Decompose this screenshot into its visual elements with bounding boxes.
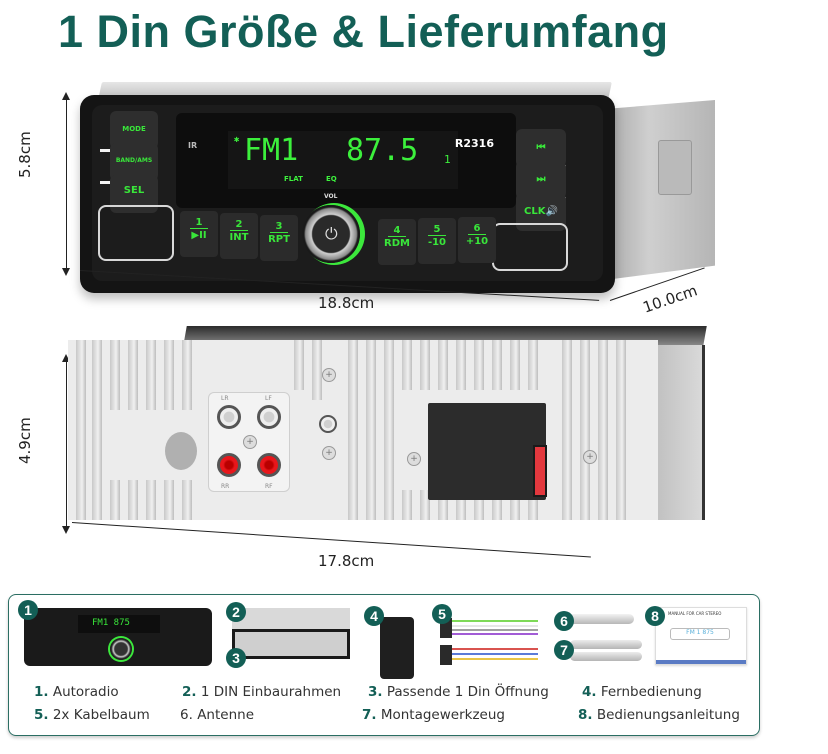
- arrow-down-icon: [62, 526, 70, 534]
- mini-knob: [110, 638, 132, 660]
- width-label: 18.8cm: [318, 294, 375, 312]
- rca-jack-rf[interactable]: [257, 453, 281, 477]
- antenna-jack[interactable]: [319, 415, 337, 433]
- item-manual-image: MANUAL FOR CAR STEREO FM 1 875: [655, 607, 747, 665]
- preset-button-5[interactable]: 5-10: [418, 218, 456, 264]
- legend-item-6: 6. Antenne: [180, 707, 254, 723]
- height-dimension-line: [66, 96, 67, 272]
- iso-connector[interactable]: [428, 403, 546, 500]
- side-mount-bracket: [658, 140, 692, 195]
- legend-item-7: 7. Montagewerkzeug: [362, 707, 505, 723]
- frequency-readout: 87.5: [346, 133, 419, 168]
- band-ams-button[interactable]: BAND/AMS: [110, 143, 158, 181]
- badge-7: 7: [554, 640, 574, 660]
- lcd-screen: ✱ FM1 87.5 1 FLAT EQ: [228, 131, 458, 189]
- screw-icon: +: [322, 446, 336, 460]
- legend-item-4: 4. Fernbedienung: [582, 684, 702, 700]
- legend-item-5: 5. 2x Kabelbaum: [34, 707, 150, 723]
- volume-label: VOL: [324, 193, 338, 200]
- mount-hole: [165, 432, 197, 470]
- height-label: 4.9cm: [16, 417, 34, 464]
- badge-1: 1: [18, 600, 38, 620]
- preset-button-6[interactable]: 6+10: [458, 217, 496, 263]
- model-number: R2316: [454, 137, 494, 150]
- badge-8: 8: [645, 606, 665, 626]
- arrow-up-icon: [62, 354, 70, 362]
- manual-title: MANUAL FOR CAR STEREO: [668, 611, 722, 616]
- mini-display: FM1 875: [78, 615, 160, 633]
- display-window: IR ✱ FM1 87.5 1 FLAT EQ R2316: [176, 113, 516, 208]
- band-readout: FM1: [244, 133, 299, 168]
- rca-jack-lf[interactable]: [257, 405, 281, 429]
- legend-item-3: 3. Passende 1 Din Öffnung: [368, 684, 549, 700]
- screw-icon: +: [407, 452, 421, 466]
- legend-item-1: 1. Autoradio: [34, 684, 119, 700]
- prev-track-icon: ⏮: [536, 142, 546, 153]
- volume-power-knob[interactable]: [302, 205, 360, 263]
- screw-icon: +: [322, 368, 336, 382]
- rca-output-panel: LR LF + RR RF: [208, 392, 290, 492]
- badge-5: 5: [432, 604, 452, 624]
- heatsink-panel: [68, 340, 658, 520]
- eq-mode: FLAT: [284, 175, 303, 183]
- rca-jack-rr[interactable]: [217, 453, 241, 477]
- fuse: [533, 445, 547, 497]
- manual-display: FM 1 875: [670, 628, 730, 640]
- ir-sensor-label: IR: [188, 141, 198, 150]
- next-track-button[interactable]: ⏭: [516, 161, 566, 199]
- height-label: 5.8cm: [16, 131, 34, 178]
- eq-label: EQ: [326, 175, 337, 183]
- badge-6: 6: [554, 611, 574, 631]
- item-autoradio-image: FM1 875: [24, 608, 212, 666]
- badge-2: 2: [226, 602, 246, 622]
- power-icon: ⏻: [325, 224, 338, 243]
- width-label: 17.8cm: [318, 552, 375, 570]
- rca-jack-lr[interactable]: [217, 405, 241, 429]
- page-title: 1 Din Größe & Lieferumfang: [58, 6, 669, 57]
- legend-item-8: 8. Bedienungsanleitung: [578, 707, 740, 723]
- arrow-down-icon: [62, 268, 70, 276]
- channel-indicator: 1: [444, 153, 451, 166]
- left-chrome-trim: [98, 205, 174, 261]
- mode-button[interactable]: MODE: [110, 111, 158, 149]
- radio-faceplate: MODE BAND/AMS SEL IR ✱ FM1 87.5 1 FLAT E…: [80, 95, 615, 293]
- item-din-opening-image: [232, 629, 350, 659]
- badge-4: 4: [364, 606, 384, 626]
- badge-3: 3: [226, 648, 246, 668]
- item-antenna-adapter-image: [568, 614, 634, 624]
- item-remote-image: [380, 617, 414, 679]
- package-contents-box: [8, 594, 760, 736]
- right-chrome-trim: [492, 223, 568, 271]
- screw-icon: +: [583, 450, 597, 464]
- next-track-icon: ⏭: [536, 174, 546, 185]
- item-removal-tool-image: [570, 640, 642, 649]
- preset-button-1[interactable]: 1▶II: [180, 211, 218, 257]
- bluetooth-icon: ✱: [234, 135, 240, 145]
- item-removal-tool-image: [570, 652, 642, 661]
- screw-icon: +: [243, 435, 257, 449]
- prev-track-button[interactable]: ⏮: [516, 129, 566, 167]
- legend-item-2: 2. 1 DIN Einbaurahmen: [182, 684, 342, 700]
- height-dimension-line: [66, 356, 67, 532]
- arrow-up-icon: [62, 92, 70, 100]
